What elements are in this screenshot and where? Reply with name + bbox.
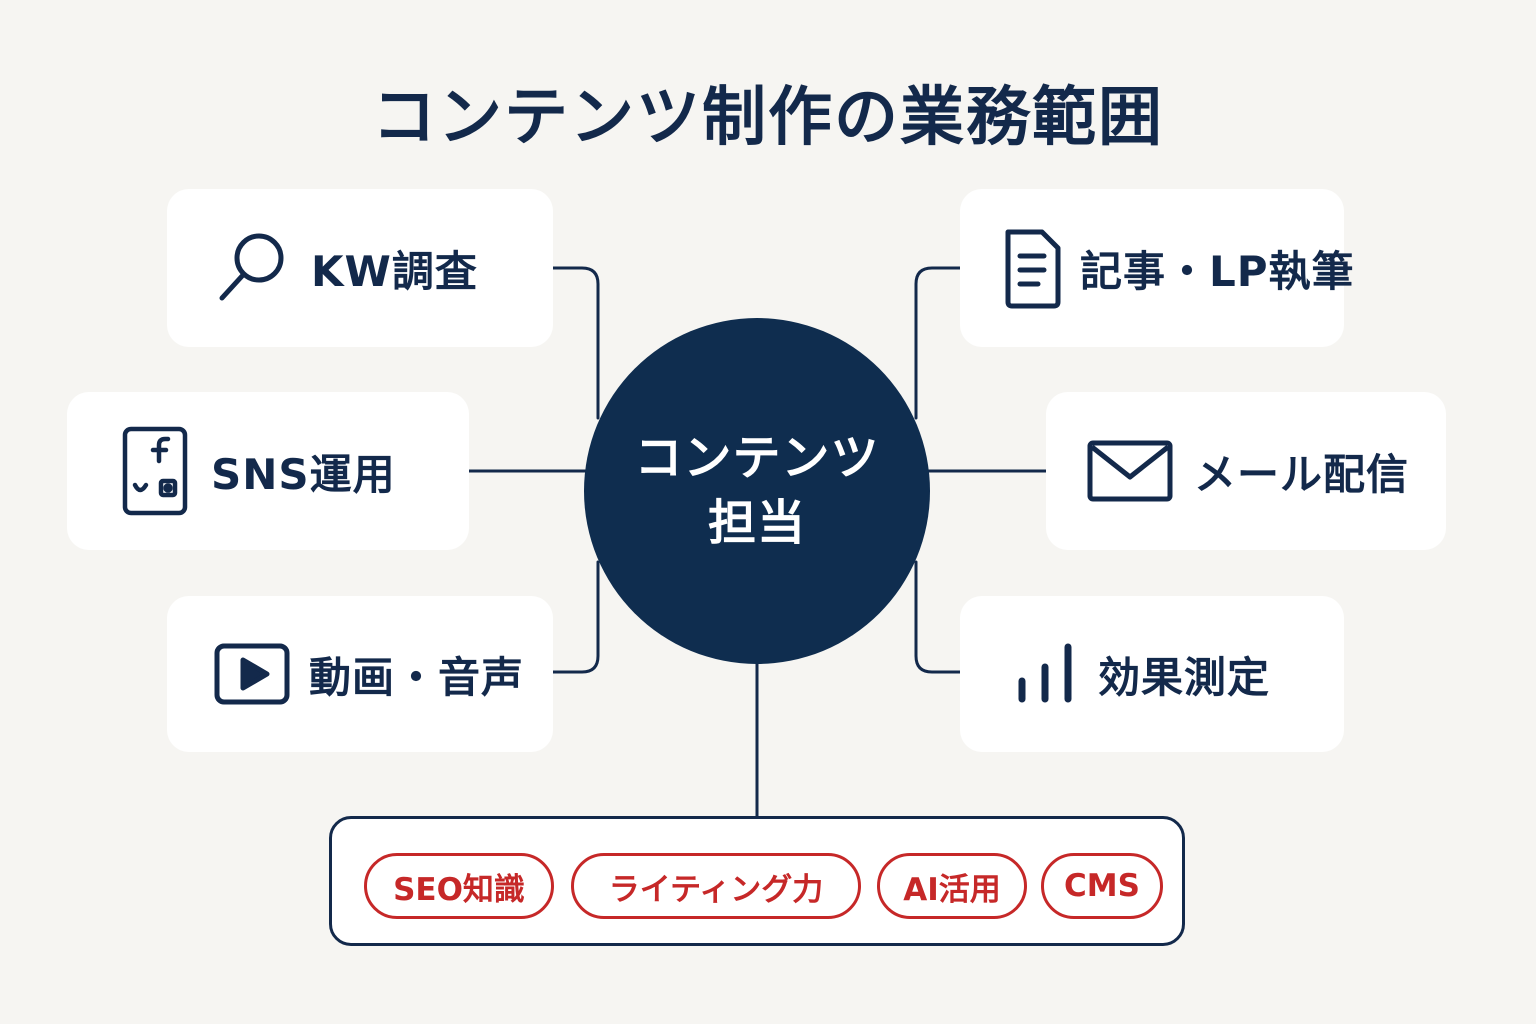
- skills-box: SEO知識 ライティング力 AI活用 CMS: [329, 816, 1185, 946]
- task-label-writing: 記事・LP執筆: [1080, 246, 1355, 296]
- task-card-kw-research: KW調査: [167, 189, 553, 347]
- task-label-video-audio: 動画・音声: [309, 652, 525, 702]
- task-card-video-audio: 動画・音声: [167, 596, 553, 752]
- task-card-email: メール配信: [1046, 392, 1446, 550]
- smartphone-icon: [119, 425, 191, 517]
- task-label-kw-research: KW調査: [311, 246, 478, 296]
- document-icon: [1000, 226, 1064, 310]
- play-icon: [213, 642, 293, 706]
- connector-video: [551, 560, 600, 674]
- envelope-icon: [1086, 439, 1174, 503]
- task-label-email: メール配信: [1194, 449, 1410, 499]
- task-card-writing: 記事・LP執筆: [960, 189, 1354, 347]
- skill-pill: AI活用: [877, 853, 1027, 919]
- task-label-analytics: 効果測定: [1098, 652, 1271, 702]
- hub-label: コンテンツ 担当: [634, 430, 880, 551]
- task-card-analytics: 効果測定: [960, 596, 1344, 752]
- skill-pill: SEO知識: [364, 853, 554, 919]
- task-label-sns: SNS運用: [211, 449, 396, 499]
- page-title: コンテンツ制作の業務範囲: [372, 81, 1164, 155]
- search-icon: [213, 228, 293, 308]
- skill-pill: CMS: [1041, 853, 1163, 919]
- hub-circle: コンテンツ 担当: [584, 318, 930, 664]
- connector-kw: [551, 266, 600, 420]
- connector-analytics: [914, 560, 962, 674]
- task-card-sns: SNS運用: [67, 392, 469, 550]
- connector-writing: [914, 266, 962, 420]
- skill-pill: ライティング力: [571, 853, 861, 919]
- bar-chart-icon: [1016, 641, 1076, 707]
